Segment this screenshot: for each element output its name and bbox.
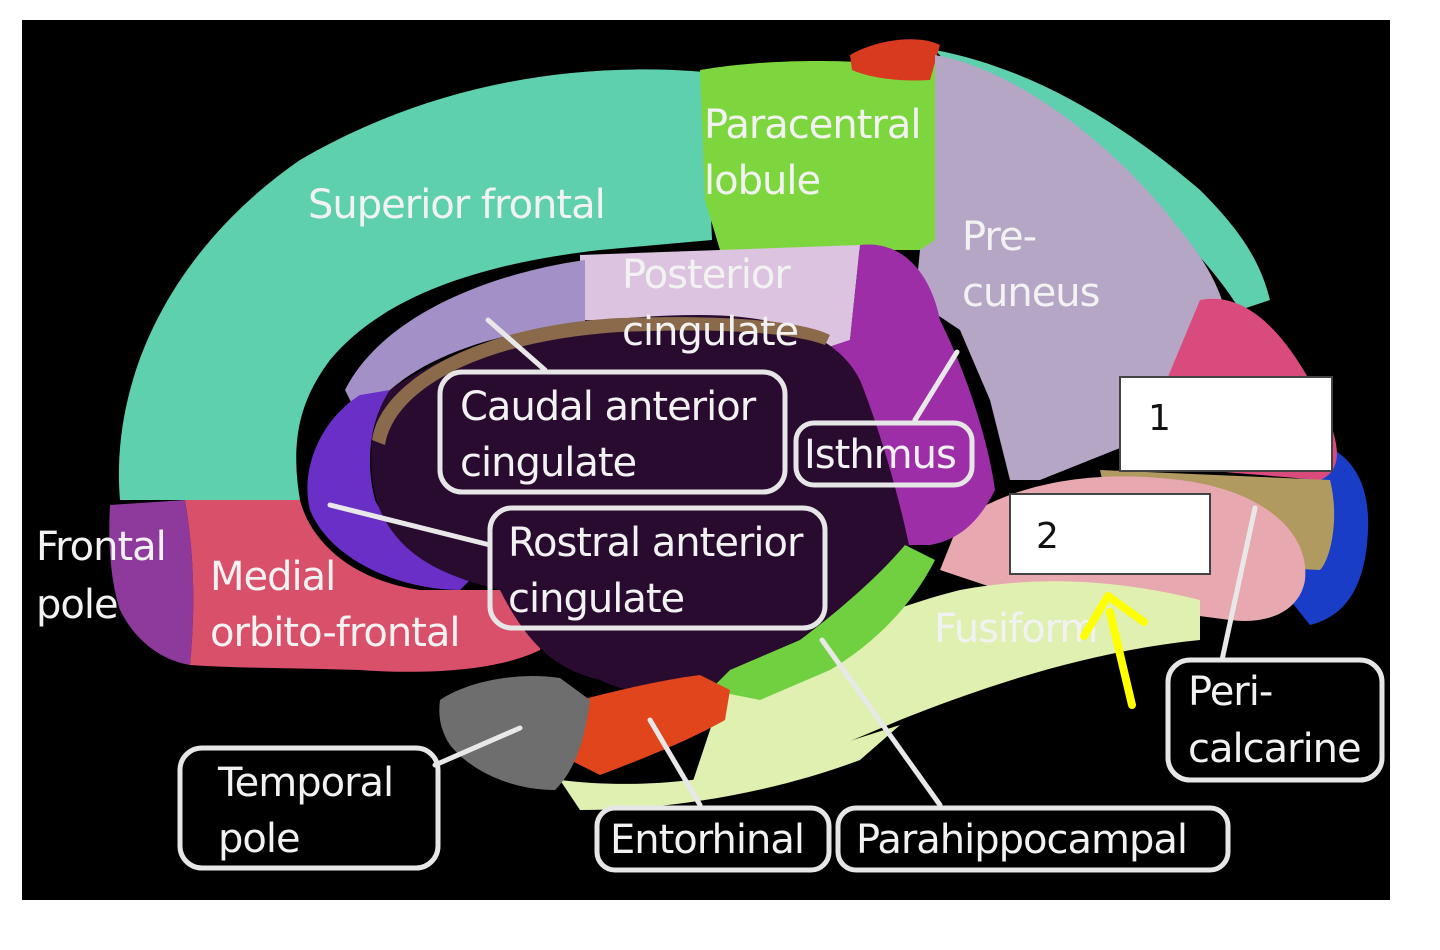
- box-pericalcarine: [1165, 657, 1385, 783]
- answer-box-2-number: 2: [1036, 516, 1059, 557]
- region-posterior-cingulate: [580, 245, 860, 350]
- region-rostral-anterior-cingulate: [307, 390, 480, 590]
- label-superior-frontal: Superior frontal: [308, 182, 605, 228]
- region-frontal-pole: [109, 500, 194, 665]
- label-paracentral-line1: Paracentral: [704, 102, 921, 148]
- label-medial-orbitofrontal-line2: orbito-frontal: [210, 610, 460, 656]
- label-pericalcarine-line1: Peri-: [1188, 669, 1272, 715]
- region-medial-orbitofrontal: [185, 500, 541, 672]
- yellow-arrow-icon: [1080, 592, 1148, 709]
- answer-box-1[interactable]: 1: [1119, 376, 1333, 472]
- label-frontal-pole-line2: pole: [36, 582, 118, 628]
- leader-lines: [327, 317, 1258, 808]
- leader-caudal-anterior-cingulate: [485, 317, 548, 373]
- label-caudal-anterior-cingulate-line1: Caudal anterior: [460, 384, 757, 430]
- leader-parahippocampal: [819, 637, 943, 808]
- label-pericalcarine-line2: calcarine: [1188, 726, 1361, 772]
- label-temporal-pole-line1: Temporal: [217, 760, 393, 806]
- region-callosum-rim: [372, 317, 830, 445]
- region-fusiform-lower: [560, 725, 900, 810]
- box-parahippocampal: [835, 805, 1231, 873]
- region-paracentral: [700, 60, 935, 250]
- label-rostral-anterior-cingulate-line1: Rostral anterior: [508, 520, 804, 566]
- region-caudal-anterior-cingulate: [345, 260, 585, 420]
- label-precuneus-line2: cuneus: [962, 270, 1100, 316]
- leader-temporal-pole: [432, 725, 523, 768]
- region-superior-frontal: [118, 69, 712, 500]
- label-posterior-cingulate-line2: cingulate: [622, 309, 798, 355]
- answer-box-1-number: 1: [1148, 398, 1171, 439]
- leader-pericalcarine: [1219, 505, 1258, 663]
- leader-rostral-anterior-cingulate: [327, 502, 493, 548]
- region-parahippocampal: [710, 545, 935, 700]
- leader-entorhinal: [647, 717, 703, 808]
- label-boxes: [177, 369, 1385, 873]
- region-fusiform: [690, 581, 1200, 790]
- label-medial-orbitofrontal-line1: Medial: [210, 554, 335, 600]
- label-temporal-pole-line2: pole: [218, 816, 300, 862]
- label-fusiform: Fusiform: [934, 606, 1097, 652]
- label-frontal-pole-line1: Frontal: [36, 524, 166, 570]
- label-rostral-anterior-cingulate-line2: cingulate: [508, 576, 684, 622]
- region-corpus-callosum-interior: [371, 315, 910, 695]
- region-top-red: [850, 39, 940, 81]
- leader-isthmus: [912, 349, 960, 423]
- box-temporal-pole: [177, 745, 441, 871]
- box-isthmus: [793, 420, 975, 488]
- label-isthmus: Isthmus: [804, 432, 956, 478]
- box-entorhinal: [594, 805, 832, 873]
- region-labels: Superior frontal Paracentral lobule Pre-…: [36, 102, 1362, 863]
- box-rostral-anterior-cingulate: [487, 505, 828, 631]
- label-entorhinal: Entorhinal: [610, 817, 804, 863]
- label-caudal-anterior-cingulate-line2: cingulate: [460, 440, 636, 486]
- region-entorhinal: [570, 675, 730, 775]
- label-parahippocampal: Parahippocampal: [856, 817, 1187, 863]
- answer-box-2[interactable]: 2: [1009, 493, 1211, 575]
- label-paracentral-line2: lobule: [704, 158, 820, 204]
- region-isthmus: [820, 244, 995, 546]
- box-caudal-anterior-cingulate: [437, 369, 788, 495]
- label-precuneus-line1: Pre-: [962, 214, 1036, 260]
- label-posterior-cingulate-line1: Posterior: [622, 252, 791, 298]
- region-precuneus: [915, 55, 1230, 480]
